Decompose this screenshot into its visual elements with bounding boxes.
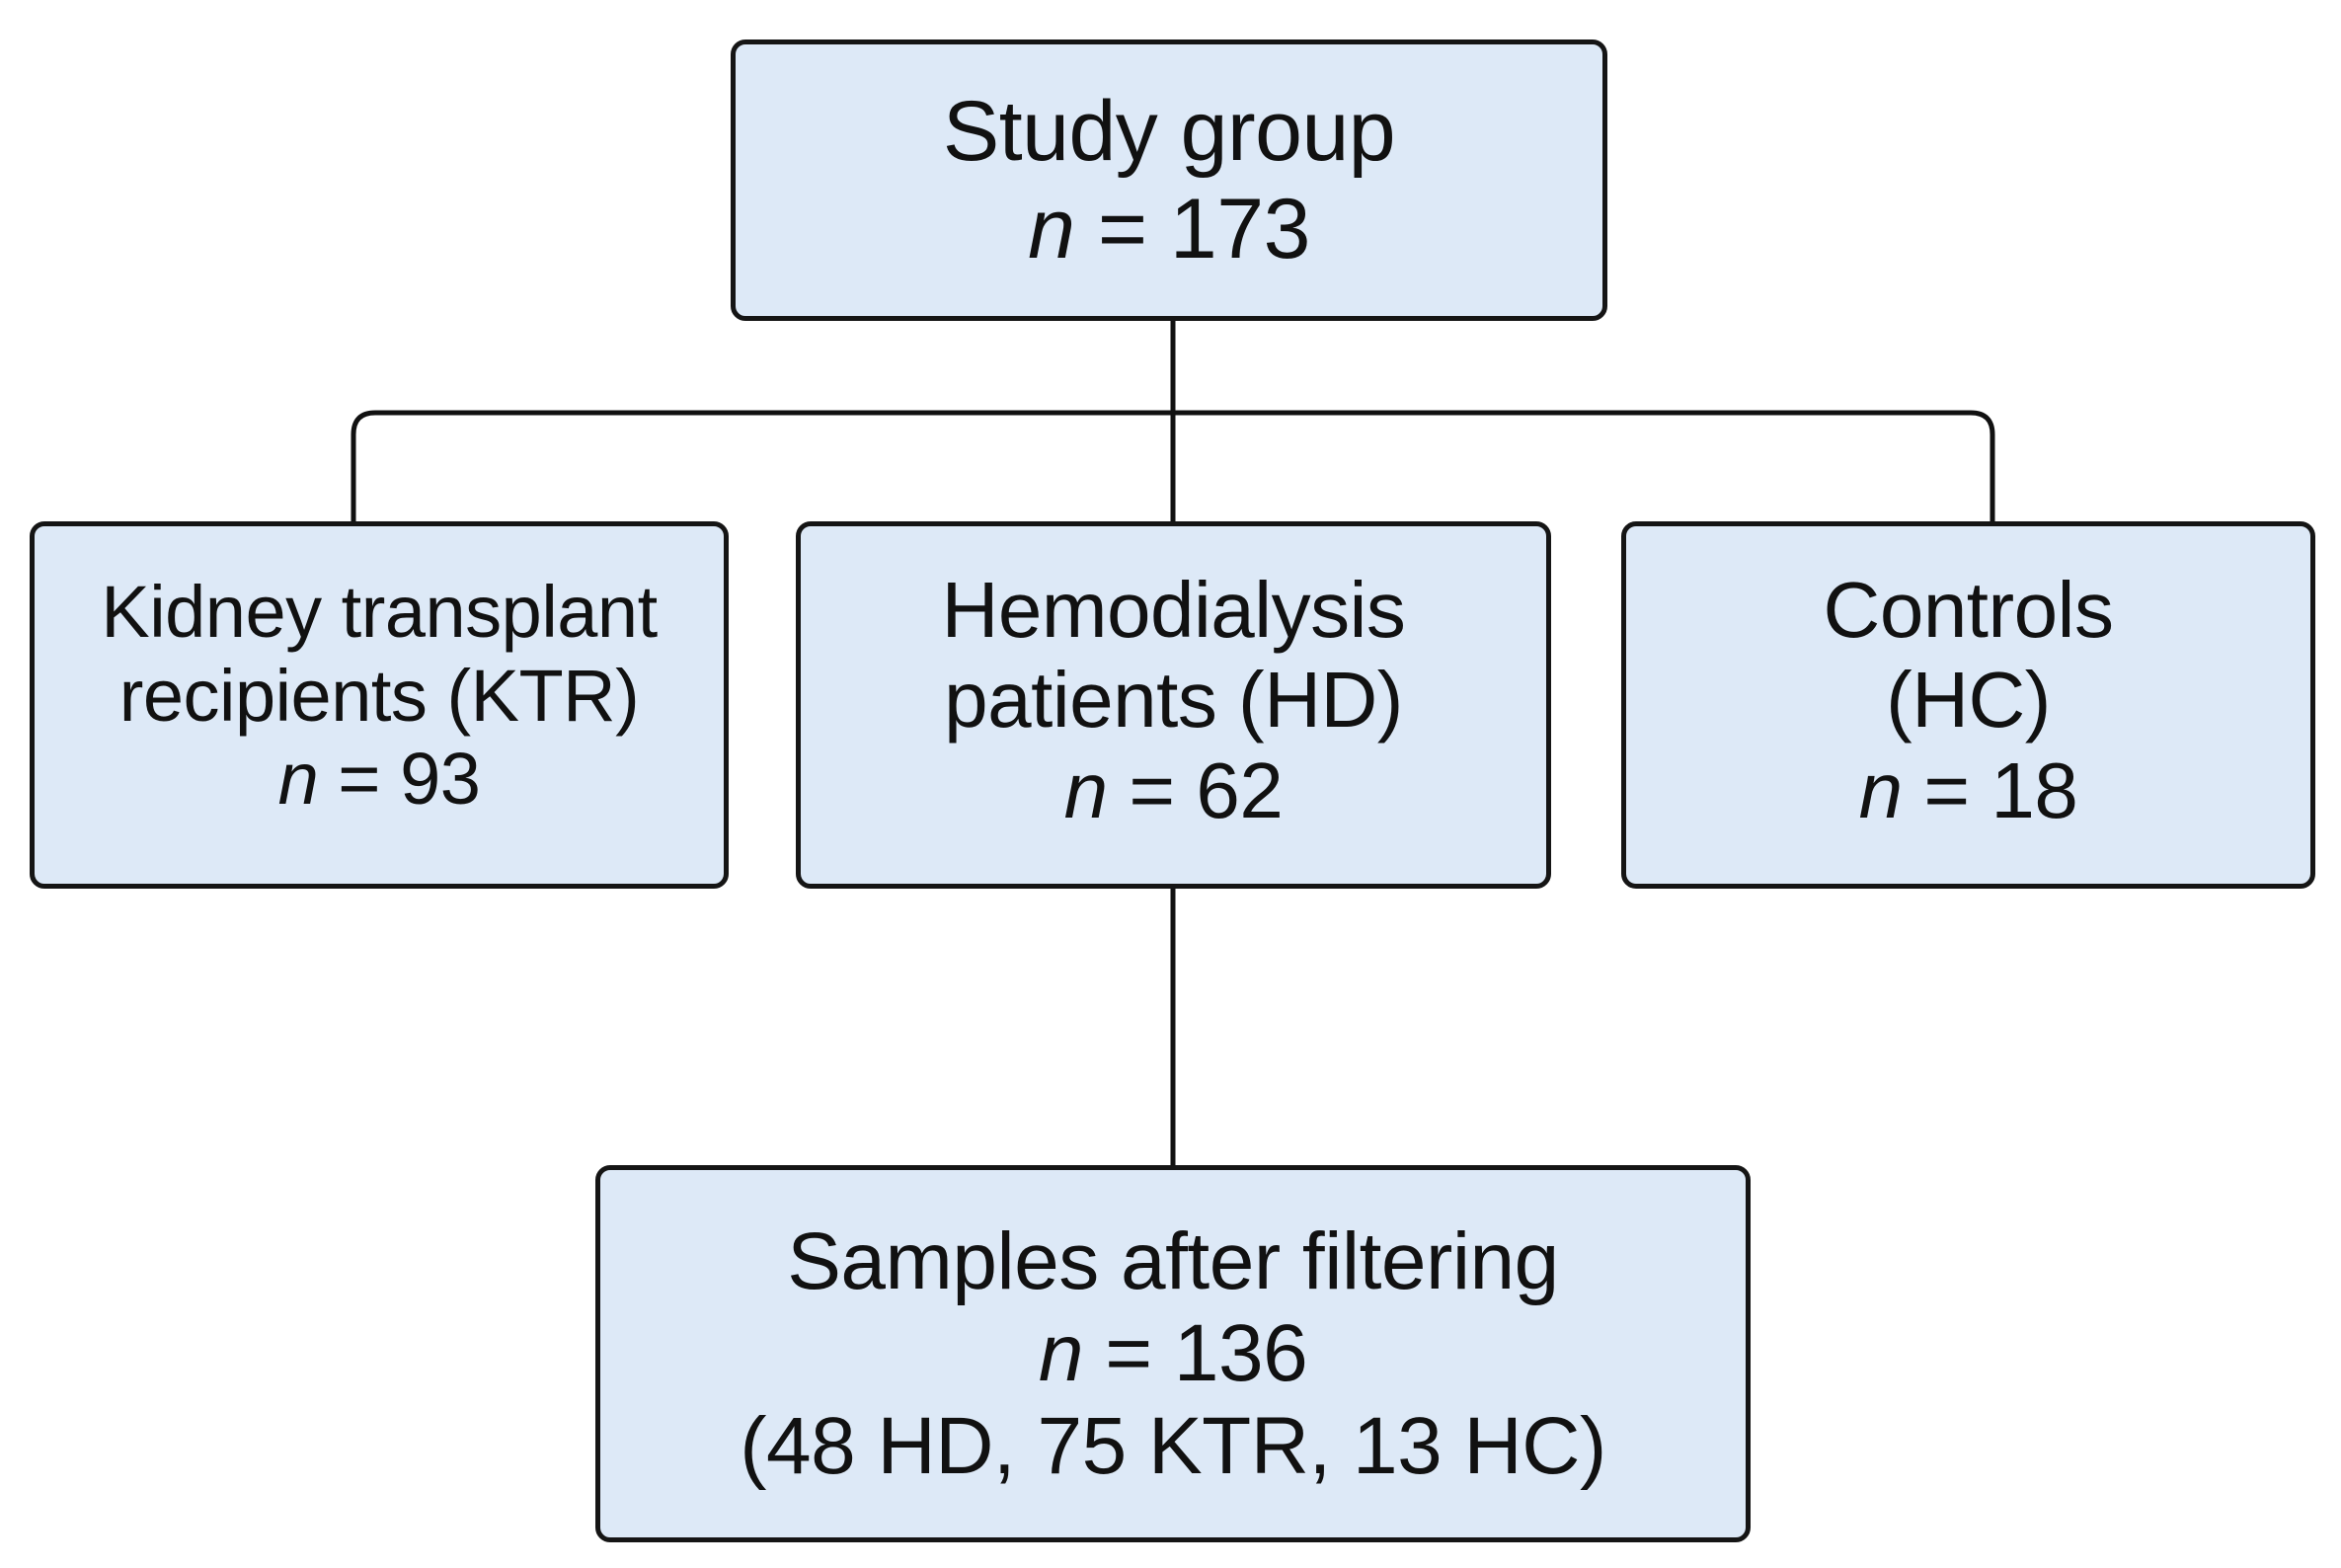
hd-title-line-1: Hemodialysis bbox=[941, 566, 1406, 655]
hd-count: n = 62 bbox=[1064, 745, 1284, 835]
ktr-count: n = 93 bbox=[278, 738, 481, 821]
samples-title: Samples after filtering bbox=[787, 1215, 1559, 1306]
samples-count: n = 136 bbox=[1038, 1307, 1308, 1399]
n-symbol: n bbox=[1063, 745, 1109, 834]
ktr-count-value: = 93 bbox=[318, 738, 481, 821]
n-symbol: n bbox=[1038, 1308, 1084, 1399]
ktr-title-line-1: Kidney transplant bbox=[101, 571, 658, 654]
samples-after-filtering-box: Samples after filtering n = 136 (48 HD, … bbox=[595, 1165, 1751, 1542]
study-group-box: Study group n = 173 bbox=[731, 39, 1607, 321]
hd-box: Hemodialysis patients (HD) n = 62 bbox=[796, 521, 1551, 889]
hd-count-value: = 62 bbox=[1107, 745, 1284, 834]
samples-count-value: = 136 bbox=[1082, 1308, 1308, 1399]
n-symbol: n bbox=[1858, 745, 1904, 834]
study-group-count-value: = 173 bbox=[1074, 181, 1311, 276]
hc-box: Controls (HC) n = 18 bbox=[1621, 521, 2315, 889]
hc-count: n = 18 bbox=[1859, 745, 2078, 835]
study-group-count: n = 173 bbox=[1028, 181, 1310, 277]
samples-breakdown: (48 HD, 75 KTR, 13 HC) bbox=[740, 1400, 1606, 1491]
hc-count-value: = 18 bbox=[1902, 745, 2078, 834]
ktr-title-line-2: recipients (KTR) bbox=[118, 654, 640, 737]
connector-branch-ktr bbox=[351, 410, 1173, 521]
hd-title-line-2: patients (HD) bbox=[944, 656, 1403, 745]
hc-title-line-2: (HC) bbox=[1886, 656, 2051, 745]
study-group-title: Study group bbox=[942, 84, 1396, 180]
ktr-box: Kidney transplant recipients (KTR) n = 9… bbox=[30, 521, 729, 889]
hc-title-line-1: Controls bbox=[1823, 566, 2114, 655]
connector-branch-hc bbox=[1173, 410, 1995, 521]
n-symbol: n bbox=[1028, 181, 1075, 276]
n-symbol: n bbox=[277, 738, 319, 821]
